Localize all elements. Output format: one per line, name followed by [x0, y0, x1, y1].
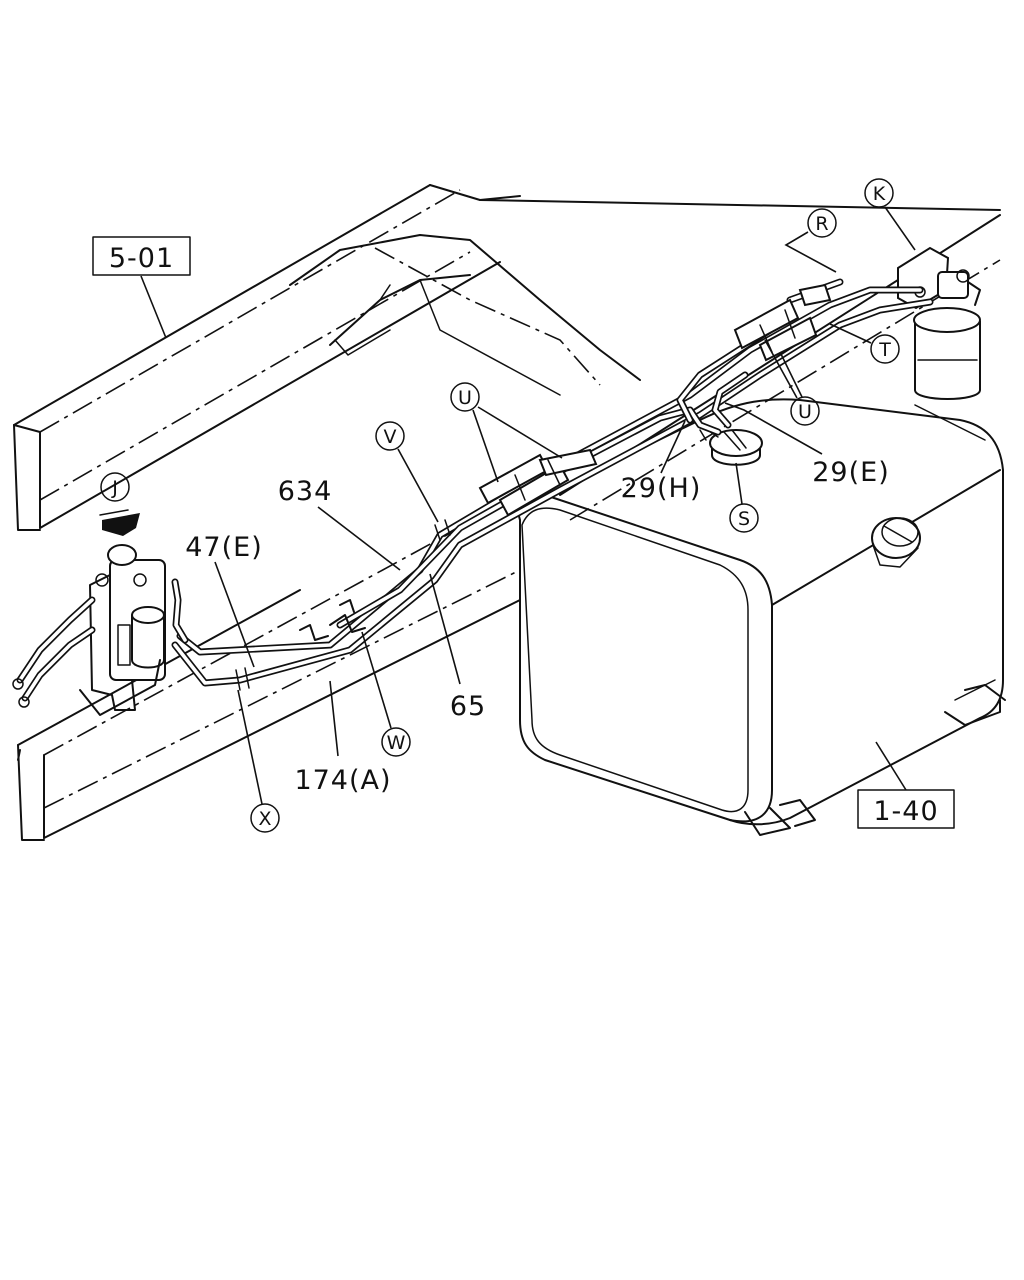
- callout-x: X: [237, 689, 280, 833]
- svg-text:S: S: [738, 508, 750, 530]
- fuel-tank: [517, 398, 1006, 836]
- svg-text:K: K: [873, 183, 886, 205]
- svg-text:V: V: [384, 426, 397, 448]
- ref-box-tank: 1-40: [857, 741, 955, 829]
- frame-rail-lower: [17, 214, 1001, 841]
- ref-frame-text: 5-01: [109, 243, 174, 274]
- svg-text:T: T: [878, 339, 891, 361]
- svg-text:X: X: [258, 808, 271, 830]
- label-174a: 174(A): [294, 765, 391, 796]
- cross-member: [289, 199, 1001, 396]
- view-arrow: [102, 513, 140, 536]
- svg-text:U: U: [798, 401, 812, 423]
- label-65: 65: [450, 691, 486, 722]
- pipe-clamps: [235, 429, 707, 691]
- svg-text:R: R: [815, 213, 828, 235]
- tank-filler-cap: [871, 517, 921, 568]
- callout-v: V: [375, 421, 439, 523]
- frame-rail-upper: [13, 184, 521, 531]
- ref-box-frame: 5-01: [92, 236, 191, 339]
- callout-u-left: U: [450, 382, 563, 483]
- callout-s: S: [729, 462, 759, 533]
- hose-sleeves: [478, 283, 832, 517]
- label-634: 634: [278, 476, 333, 507]
- sedimenter: [699, 424, 763, 466]
- water-separator-assembly: [79, 509, 166, 716]
- callout-j: J: [100, 472, 130, 502]
- fuel-filter-assembly: [897, 246, 981, 400]
- part-labels: 634 47(E) 174(A) 65 29(H) 29(E): [185, 402, 889, 796]
- label-47e: 47(E): [185, 532, 262, 563]
- svg-text:W: W: [387, 732, 406, 754]
- label-29h: 29(H): [621, 473, 702, 504]
- svg-text:U: U: [458, 387, 472, 409]
- svg-text:J: J: [111, 477, 118, 499]
- callout-t: T: [829, 323, 900, 364]
- ref-tank-text: 1-40: [873, 796, 938, 827]
- callout-u-right: U: [764, 339, 820, 426]
- fuel-pipes: [12, 278, 934, 708]
- callout-r: R: [784, 208, 837, 273]
- callout-w: W: [361, 631, 411, 757]
- callout-k: K: [864, 178, 916, 251]
- label-29e: 29(E): [812, 457, 889, 488]
